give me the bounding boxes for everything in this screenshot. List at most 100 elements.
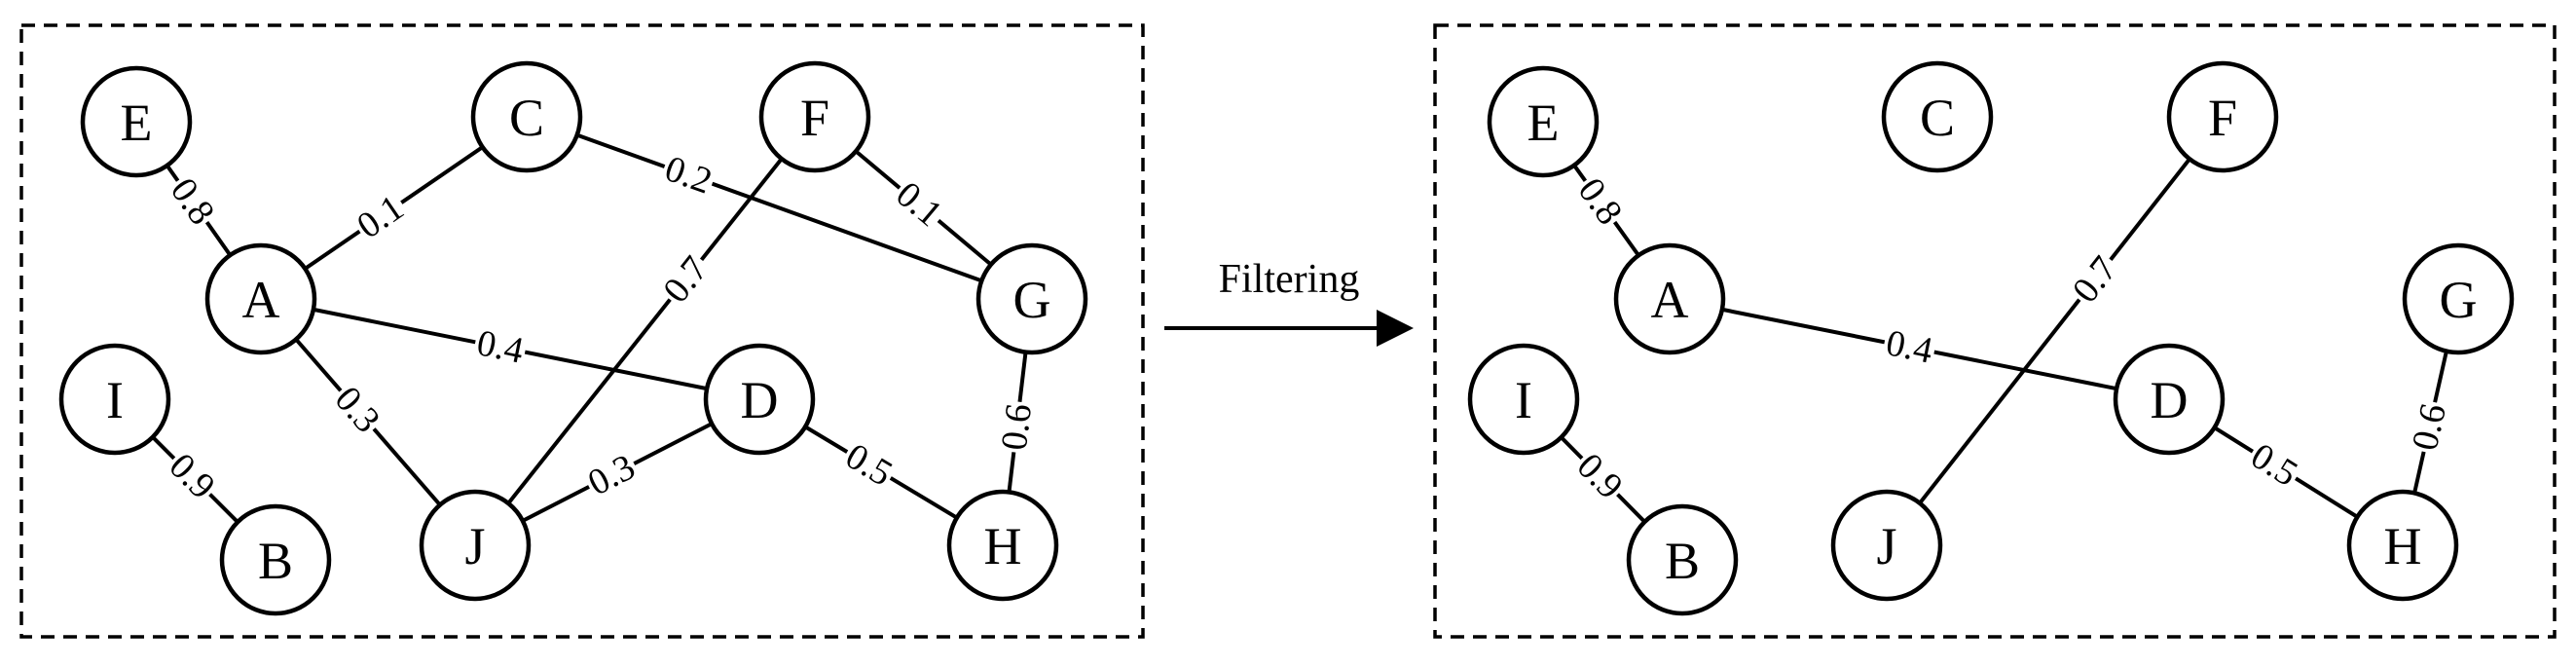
nodes-layer: E C F A G I D J H B E C F A G I D J H B (58, 60, 2515, 616)
node-circle (419, 489, 532, 602)
edge-weight-background (1569, 444, 1632, 507)
node-circle (204, 242, 317, 355)
edge-weight-background (994, 399, 1038, 455)
after-filtering-edge-F-J (1885, 115, 2225, 547)
before-filtering-edge-weight-D-H: 0.5 (837, 434, 902, 495)
before-filtering-edge-C-G (526, 115, 1033, 301)
after-filtering-edge-weight-G-H: 0.6 (2405, 397, 2454, 456)
node-label: E (121, 93, 153, 152)
node-circle (946, 489, 1059, 602)
before-filtering-edge-weight-G-H: 0.6 (994, 399, 1040, 455)
node-circle (1487, 65, 1600, 178)
edge-weight-label: 0.3 (581, 446, 641, 503)
node-label: D (741, 371, 779, 429)
filtering-label: Filtering (1219, 257, 1360, 302)
edge-weight-background (579, 446, 643, 502)
after-filtering-node-B: B (1626, 503, 1739, 616)
after-filtering-edge-weight-D-H: 0.5 (2243, 434, 2306, 495)
before-filtering-node-C: C (470, 60, 583, 173)
edge-weight-background (837, 434, 902, 494)
edge-weight-label: 0.6 (994, 402, 1040, 453)
after-filtering-node-G: G (2402, 242, 2515, 355)
edge-weight-background (1570, 169, 1631, 233)
edge-weight-background (1881, 322, 1938, 370)
edge-weight-background (327, 378, 389, 441)
before-filtering-node-D: D (703, 343, 816, 456)
node-circle (470, 60, 583, 173)
node-label: J (464, 517, 485, 575)
after-filtering-node-D: D (2113, 343, 2226, 456)
node-circle (1881, 60, 1994, 173)
node-circle (219, 503, 332, 616)
node-label: A (242, 271, 280, 329)
edge-weight-label: 0.7 (2065, 249, 2125, 311)
right-graph-frame (1433, 23, 2557, 639)
before-filtering-edge-weight-F-G: 0.1 (888, 172, 951, 235)
arrow-head (1377, 310, 1414, 347)
edge-weight-background (658, 148, 719, 201)
after-filtering-node-E: E (1487, 65, 1600, 178)
node-label: A (1651, 271, 1689, 329)
edge-weight-background (2064, 247, 2125, 311)
node-circle (758, 60, 871, 173)
node-circle (58, 343, 171, 456)
node-label: D (2151, 371, 2189, 429)
node-label: H (2384, 517, 2422, 575)
before-filtering-edge-weight-J-D: 0.3 (579, 446, 643, 504)
node-circle (1613, 242, 1726, 355)
node-label: C (1920, 89, 1955, 147)
node-label: C (509, 89, 544, 147)
after-filtering-node-I: I (1467, 343, 1580, 456)
after-filtering-edge-weight-A-D: 0.4 (1881, 322, 1938, 372)
edge-weight-label: 0.5 (2244, 435, 2305, 495)
node-label: H (984, 517, 1022, 575)
edge-weight-background (2243, 434, 2306, 494)
node-label: I (1515, 371, 1532, 429)
node-circle (80, 65, 193, 178)
before-filtering-edge-weight-E-A: 0.8 (163, 169, 223, 233)
before-filtering-edge-weight-F-J: 0.7 (654, 247, 717, 311)
edge-weight-label: 0.1 (888, 173, 949, 235)
before-filtering-node-J: J (419, 489, 532, 602)
node-label: E (1527, 93, 1560, 152)
node-circle (703, 343, 816, 456)
before-filtering-node-G: G (975, 242, 1088, 355)
edge-weight-label: 0.4 (473, 322, 527, 372)
before-filtering-edge-weight-C-G: 0.2 (658, 148, 719, 203)
edge-weight-label: 0.3 (327, 379, 388, 440)
node-label: B (258, 532, 293, 590)
edge-weight-background (2405, 397, 2452, 456)
before-filtering-edge-weight-A-J: 0.3 (327, 378, 389, 441)
after-filtering-edge-weight-F-J: 0.7 (2064, 247, 2125, 311)
before-filtering-node-B: B (219, 503, 332, 616)
edge-weight-label: 0.4 (1883, 322, 1936, 372)
node-label: F (2208, 89, 2237, 147)
after-filtering-node-J: J (1830, 489, 1943, 602)
node-label: I (106, 371, 124, 429)
after-filtering-node-F: F (2166, 60, 2279, 173)
edge-weight-label: 0.8 (163, 170, 223, 232)
before-filtering-node-E: E (80, 65, 193, 178)
node-circle (2166, 60, 2279, 173)
edge-weight-label: 0.7 (655, 249, 716, 311)
edge-weight-label: 0.5 (838, 435, 899, 494)
node-circle (1626, 503, 1739, 616)
edge-weight-background (349, 186, 412, 246)
node-label: G (2440, 271, 2478, 329)
edge-weight-background (162, 444, 224, 507)
edge-weight-background (654, 247, 716, 311)
edge-weight-background (471, 322, 530, 370)
node-circle (975, 242, 1088, 355)
after-filtering-node-A: A (1613, 242, 1726, 355)
node-label: J (1876, 517, 1896, 575)
edge-weight-label: 0.6 (2405, 400, 2454, 455)
before-filtering-node-A: A (204, 242, 317, 355)
node-circle (1467, 343, 1580, 456)
node-label: F (800, 89, 829, 147)
edge-weight-label: 0.8 (1570, 170, 1631, 232)
edge-weight-label: 0.1 (350, 187, 411, 246)
before-filtering-edge-weight-A-C: 0.1 (349, 186, 412, 247)
before-filtering-edge-F-J (473, 115, 817, 547)
edge-weight-label: 0.2 (660, 148, 718, 203)
before-filtering-node-H: H (946, 489, 1059, 602)
